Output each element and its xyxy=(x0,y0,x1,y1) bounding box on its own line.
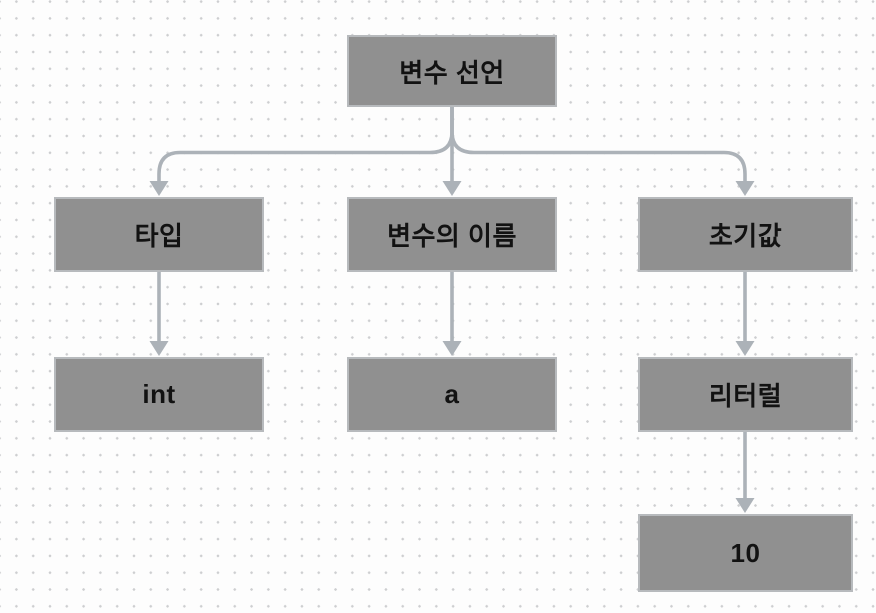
connector-declaration-initial-value xyxy=(450,107,755,196)
node-type: 타입 xyxy=(54,197,264,272)
node-variable-declaration: 변수 선언 xyxy=(347,35,557,107)
connector-declaration-type xyxy=(149,107,454,196)
arrowhead-down-icon xyxy=(735,498,755,513)
arrowhead-down-icon xyxy=(149,181,169,196)
arrowhead-down-icon xyxy=(735,181,755,196)
node-10: 10 xyxy=(638,514,853,592)
node-int: int xyxy=(54,357,264,432)
connector-variable-name-a xyxy=(442,272,462,356)
connector-literal-ten xyxy=(735,432,755,513)
connector-initial-value-literal xyxy=(735,272,755,356)
connector-type-int xyxy=(149,272,169,356)
node-literal: 리터럴 xyxy=(638,357,853,432)
node-initial-value: 초기값 xyxy=(638,197,853,272)
node-label: 변수의 이름 xyxy=(387,221,517,251)
connector-declaration-variable-name xyxy=(442,107,462,196)
arrowhead-down-icon xyxy=(442,181,462,196)
node-label: int xyxy=(142,379,176,409)
node-label: 변수 선언 xyxy=(399,57,505,88)
node-label: 타입 xyxy=(134,221,184,251)
arrowhead-down-icon xyxy=(735,341,755,356)
node-label: 리터럴 xyxy=(708,381,783,411)
node-label: 초기값 xyxy=(708,221,783,251)
node-label: 10 xyxy=(730,537,761,568)
node-label: a xyxy=(444,379,460,409)
arrowhead-down-icon xyxy=(149,341,169,356)
node-a: a xyxy=(347,357,557,432)
arrowhead-down-icon xyxy=(442,341,462,356)
node-variable-name: 변수의 이름 xyxy=(347,197,557,272)
